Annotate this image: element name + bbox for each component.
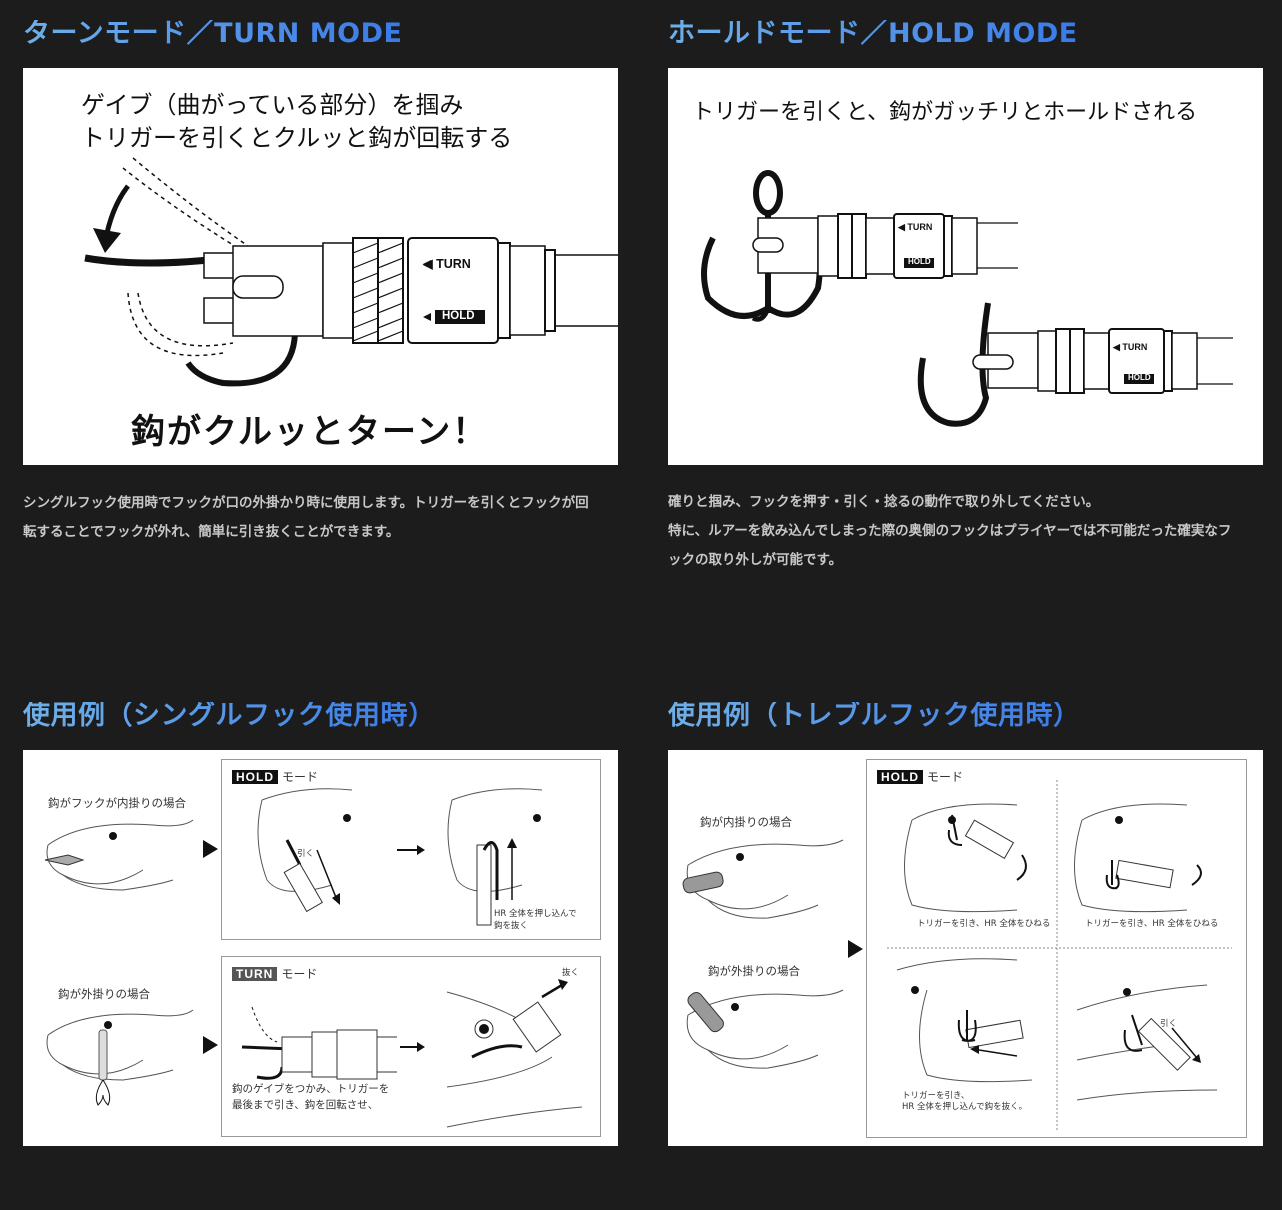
push-note-line2: 鈎を抜く: [494, 921, 529, 931]
hold-tag: HOLD: [232, 769, 278, 784]
mode-word: モード: [927, 770, 964, 784]
pull-label: 引く: [297, 849, 315, 859]
turn-caption-line2: トリガーを引くとクルッと鈎が回転する: [81, 124, 513, 152]
fish-head-treble-sketch-icon: [682, 839, 844, 1069]
tool-label-turn: ◀ TURN: [423, 257, 471, 271]
turn-mode-title: ターンモード／TURN MODE: [23, 18, 403, 49]
hook-remover-tool-icon: [84, 157, 618, 387]
hold-mode-illustration: トリガーを引くと、鈎がガッチリとホールドされる: [668, 68, 1263, 465]
tool-label-hold: HOLD: [442, 310, 475, 322]
treble-hook-tool-icon: [701, 170, 1233, 427]
treble-step2-note: トリガーを引き、HR 全体をひねる: [1085, 919, 1219, 929]
treble-hold-mode-box: HOLD モード: [866, 759, 1247, 1138]
play-arrow-icon: [848, 940, 863, 958]
turn-mode-description: シングルフック使用時でフックが口の外掛かり時に使用します。トリガーを引くとフック…: [23, 489, 623, 547]
tool1-label-hold: HOLD: [908, 257, 931, 266]
single-case-outer-label: 鈎が外掛りの場合: [58, 987, 150, 1001]
mode-word: モード: [282, 770, 319, 784]
treble-hold-mode-tag: HOLD モード: [877, 768, 963, 785]
fish-head-sketch-icon: [44, 819, 194, 1106]
hold-desc-line2: 特に、ルアーを飲み込んでしまった際の奥側のフックはプライヤーでは不可能だった確実…: [668, 523, 1232, 539]
tool2-label-turn: ◀ TURN: [1113, 342, 1148, 352]
hold-mode-title: ホールドモード／HOLD MODE: [668, 18, 1078, 49]
treble-case-outer-label: 鈎が外掛りの場合: [708, 964, 800, 978]
hold-desc-line1: 確りと掴み、フックを押す・引く・捻るの動作で取り外してください。: [668, 494, 1100, 510]
pull-out-label: 抜く: [562, 968, 580, 978]
single-case-inner-label: 鈎がフックが内掛りの場合: [48, 796, 186, 810]
turn-step-sketch-icon: [241, 979, 583, 1128]
treble-steps-sketch-icon: [887, 780, 1232, 1130]
treble-step4-pull-label: 引く: [1160, 1019, 1178, 1029]
hold-desc-line3: ックの取り外しが可能です。: [668, 552, 843, 568]
push-note-line1: HR 全体を押し込んで: [494, 909, 577, 919]
turn-mode-tag: TURN モード: [232, 965, 317, 982]
treble-hook-usage-title: 使用例（トレブルフック使用時）: [668, 700, 1081, 731]
single-hold-mode-box: HOLD モード 引く HR 全体を押し込んで 鈎を抜く: [221, 759, 601, 940]
single-turn-mode-box: TURN モード 抜く 鈎のゲイブを: [221, 956, 601, 1137]
turn-note-line2: 最後まで引き、鈎を回転させ、: [232, 1099, 379, 1111]
play-arrow-icon: [203, 1036, 218, 1054]
turn-mode-illustration: ゲイブ（曲がっている部分）を掴み トリガーを引くとクルッと鈎が回転する: [23, 68, 618, 465]
hold-mode-description: 確りと掴み、フックを押す・引く・捻るの動作で取り外してください。 特に、ルアーを…: [668, 488, 1278, 575]
tool2-label-hold: HOLD: [1128, 373, 1151, 382]
treble-step3-note-line1: トリガーを引き、: [902, 1091, 970, 1101]
hold-mode-tag: HOLD モード: [232, 768, 318, 785]
tool1-label-turn: ◀ TURN: [898, 222, 933, 232]
hold-caption: トリガーを引くと、鈎がガッチリとホールドされる: [692, 100, 1198, 125]
single-hook-usage-title: 使用例（シングルフック使用時）: [23, 700, 436, 731]
turn-note-line1: 鈎のゲイブをつかみ、トリガーを: [232, 1083, 390, 1095]
treble-step1-note: トリガーを引き、HR 全体をひねる: [917, 919, 1051, 929]
single-hook-usage-illustration: 鈎がフックが内掛りの場合 鈎が外掛りの場合 HOLD モード: [23, 750, 618, 1146]
hold-tag: HOLD: [877, 769, 923, 784]
turn-tag: TURN: [232, 966, 278, 981]
hold-step-sketch-icon: [257, 788, 543, 926]
mode-word: モード: [281, 967, 318, 981]
turn-caption-line1: ゲイブ（曲がっている部分）を掴み: [81, 91, 464, 119]
treble-step3-note-line2: HR 全体を押し込んで鈎を抜く。: [902, 1102, 1028, 1112]
turn-desc-line1: シングルフック使用時でフックが口の外掛かり時に使用します。トリガーを引くとフック…: [23, 495, 589, 511]
treble-case-inner-label: 鈎が内掛りの場合: [700, 815, 792, 829]
turn-headline: 鈎がクルッとターン！: [131, 412, 489, 452]
treble-hook-usage-illustration: 鈎が内掛りの場合 鈎が外掛りの場合 HOLD モード: [668, 750, 1263, 1146]
turn-desc-line2: 転することでフックが外れ、簡単に引き抜くことができます。: [23, 524, 400, 540]
play-arrow-icon: [203, 840, 218, 858]
